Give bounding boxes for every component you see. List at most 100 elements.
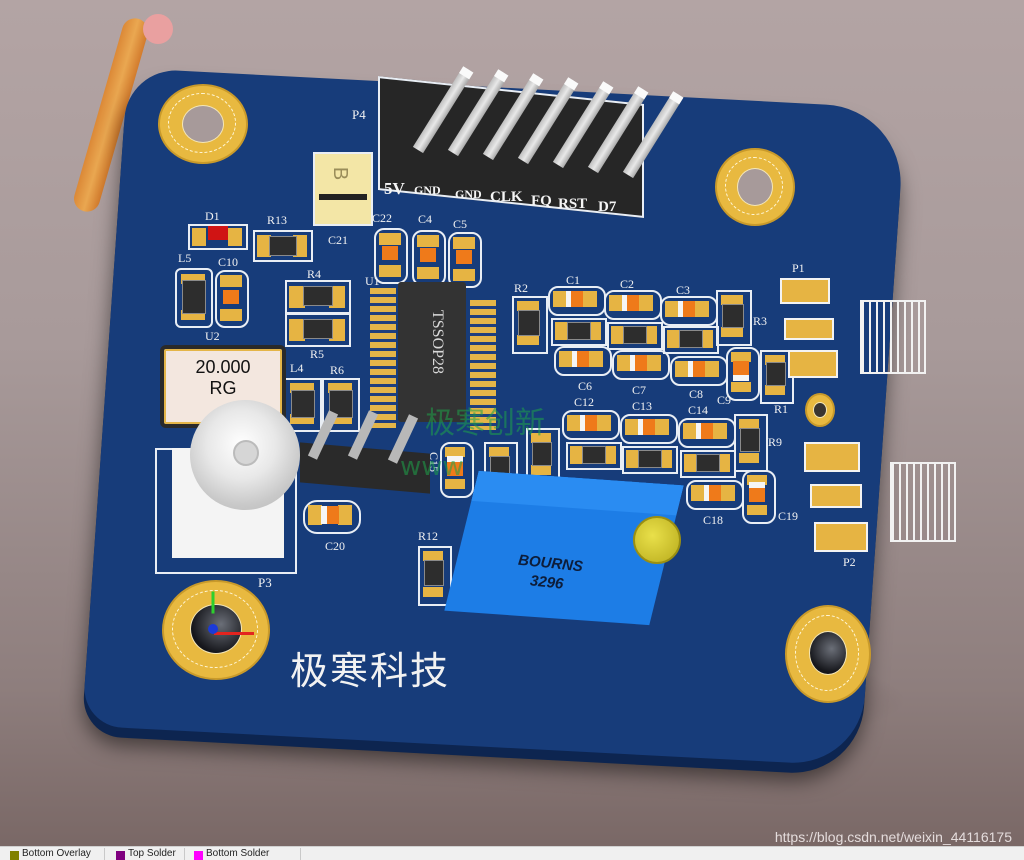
layer-tab-top-solder[interactable]: Top Solder [106, 848, 185, 860]
layer-tab-label: Bottom Overlay [22, 848, 91, 859]
mounting-hole-bottom-right [785, 605, 871, 703]
layer-tab-bottom-solder[interactable]: Bottom Solder [184, 848, 301, 860]
capacitor-c18[interactable] [686, 480, 744, 510]
designator-c21: C21 [328, 233, 349, 247]
mounting-hole-top-left [158, 84, 248, 164]
designator-c6: C6 [578, 379, 593, 393]
crystal-frequency: 20.000 [195, 357, 251, 377]
edge-pad [780, 278, 830, 304]
axis-z-arrow [208, 624, 218, 634]
capacitor-c5[interactable] [448, 232, 482, 288]
capacitor-c1[interactable] [548, 286, 606, 316]
inductor-row2[interactable] [622, 446, 678, 474]
capacitor-c12[interactable] [562, 410, 620, 440]
inductor-row2[interactable] [680, 450, 736, 478]
board-brand-silkscreen: 极寒科技 [290, 649, 451, 693]
designator-r12: R12 [418, 529, 439, 543]
resistor-r12[interactable] [418, 546, 452, 606]
designator-c3: C3 [676, 283, 691, 297]
capacitor-c14[interactable] [678, 418, 736, 448]
inductor-l5[interactable] [175, 268, 213, 328]
watermark-text: 极寒创新 [425, 406, 545, 441]
designator-u2: U2 [205, 329, 220, 343]
layer-tab-bar: Bottom Overlay Top Solder Bottom Solder [0, 846, 1024, 860]
layer-tab-label: Top Solder [128, 848, 176, 859]
designator-p3: P3 [258, 575, 272, 590]
resistor-r3[interactable] [716, 290, 752, 346]
drill-tool-tip [143, 14, 173, 44]
bnc-center-pin [233, 440, 259, 466]
capacitor-c3[interactable] [660, 296, 718, 326]
layer-color-swatch [194, 851, 203, 860]
edge-pad [788, 350, 838, 378]
layer-tab-label: Bottom Solder [206, 848, 270, 859]
spring-antenna-p2[interactable] [890, 462, 956, 542]
designator-c8: C8 [689, 387, 704, 401]
capacitor-c19[interactable] [742, 470, 776, 524]
edge-pad [814, 522, 868, 552]
pin-label-clk: CLK [490, 189, 523, 205]
capacitor-c22[interactable] [374, 228, 408, 284]
led-d1[interactable] [188, 224, 248, 250]
capacitor-c10[interactable] [215, 270, 249, 328]
inductor-row1[interactable] [607, 322, 663, 350]
inductor-row2[interactable] [566, 442, 622, 470]
resistor-r4[interactable] [285, 280, 351, 314]
pin-label-gnd-2: GND [455, 187, 482, 201]
crystal-marking: RG [209, 378, 237, 398]
pin-label-rst: RST [558, 196, 588, 212]
resistor-r2[interactable] [512, 296, 548, 354]
designator-r3: R3 [753, 314, 768, 328]
designator-r4: R4 [307, 267, 322, 281]
designator-c20: C20 [325, 539, 346, 553]
tantalum-capacitor-c21[interactable]: B [313, 152, 373, 226]
designator-r1: R1 [774, 402, 789, 416]
credit-url: https://blog.csdn.net/weixin_44116175 [774, 829, 1012, 845]
resistor-r9[interactable] [734, 414, 768, 472]
capacitor-c8[interactable] [670, 356, 728, 386]
designator-c14: C14 [688, 403, 709, 417]
designator-c10: C10 [218, 255, 239, 269]
designator-r5: R5 [310, 347, 325, 361]
designator-p2: P2 [843, 555, 856, 569]
designator-r9: R9 [768, 435, 783, 449]
layer-tab-bottom-overlay[interactable]: Bottom Overlay [0, 848, 105, 860]
axis-y-arrow [211, 591, 215, 614]
designator-c19: C19 [778, 509, 799, 523]
capacitor-c4[interactable] [412, 230, 446, 286]
designator-c4: C4 [418, 212, 433, 226]
ic-u1-tssop28[interactable]: TSSOP28 [398, 282, 466, 422]
designator-c13: C13 [632, 399, 653, 413]
mounting-hole-top-right [715, 148, 795, 226]
layer-color-swatch [10, 851, 19, 860]
designator-p1: P1 [792, 261, 805, 275]
pin-label-fq: FQ [531, 193, 552, 209]
resistor-r13[interactable] [253, 230, 313, 262]
capacitor-c6[interactable] [554, 346, 612, 376]
capacitor-c15[interactable] [440, 442, 474, 498]
resistor-r5[interactable] [285, 313, 351, 347]
capacitor-c9[interactable] [726, 347, 760, 401]
edge-pad [810, 484, 862, 508]
designator-p4: P4 [352, 107, 366, 122]
designator-l5: L5 [178, 251, 192, 265]
designator-c18: C18 [703, 513, 724, 527]
edge-pad [784, 318, 834, 340]
spring-antenna-p1[interactable] [860, 300, 926, 374]
capacitor-c20[interactable] [303, 500, 361, 534]
inductor-row1[interactable] [551, 318, 607, 346]
designator-c12: C12 [574, 395, 595, 409]
inductor-row1[interactable] [663, 326, 719, 354]
pin-label-d7: D7 [598, 199, 617, 215]
pot-model-label: 3296 [529, 572, 565, 593]
designator-c9: C9 [717, 393, 732, 407]
capacitor-c2[interactable] [604, 290, 662, 320]
designator-r2: R2 [514, 281, 529, 295]
pot-adjust-screw[interactable] [633, 516, 681, 564]
capacitor-c13[interactable] [620, 414, 678, 444]
ic-pads-right [470, 300, 496, 430]
designator-c1: C1 [566, 273, 581, 287]
capacitor-c7[interactable] [612, 350, 670, 380]
designator-c7: C7 [632, 383, 647, 397]
